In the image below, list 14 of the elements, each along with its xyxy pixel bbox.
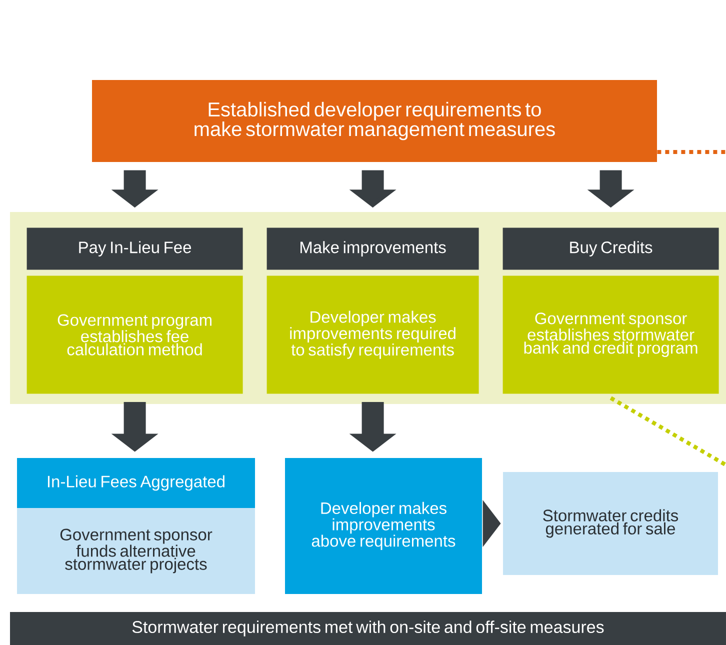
option-header: Buy Credits (502, 228, 719, 270)
requirement-box: Established developer requirements to make stormwater management measures (92, 80, 657, 162)
dotted-line (610, 396, 726, 467)
option-box: Government program establishes fee calculation method (26, 276, 243, 394)
option-box: Developer makes improvements required to satisfy requirements (266, 276, 479, 394)
outcome-bar: Stormwater requirements met with on-site and off-site measures (10, 612, 726, 645)
option-box: Government sponsor establishes stormwater bank and credit program (502, 276, 719, 394)
result-box: Stormwater credits generated for sale (503, 472, 718, 575)
option-header: Make improvements (266, 228, 479, 270)
dotted-line (657, 150, 726, 154)
result-box: Developer makes improvements above requirements (285, 458, 482, 594)
option-header: Pay In-Lieu Fee (26, 228, 243, 270)
result-box: Government sponsor funds alternative stormwater projects (17, 508, 255, 594)
result-header: In-Lieu Fees Aggregated (17, 458, 255, 508)
